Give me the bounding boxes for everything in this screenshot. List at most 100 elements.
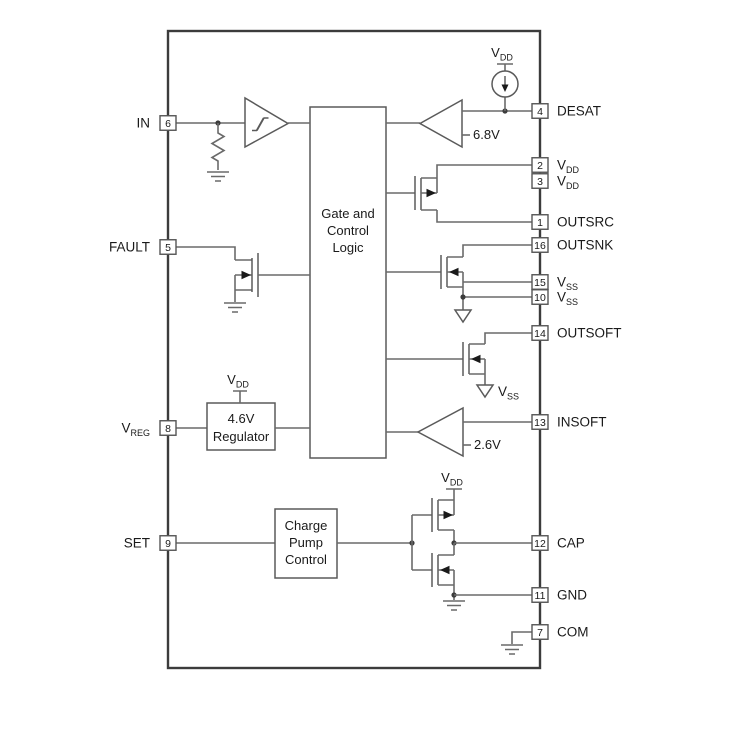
pin-number: 5 [165, 242, 171, 254]
pin-com: 7 COM [531, 624, 589, 640]
pin-label: COM [557, 625, 589, 640]
charge-pump-box [274, 508, 338, 579]
pin-number: 16 [534, 240, 546, 252]
wire [484, 332, 532, 344]
junction-dot [460, 294, 466, 300]
vdd-supply-label: VDD [441, 470, 463, 488]
pin-cap: 12 CAP [531, 535, 585, 551]
pin-number: 4 [537, 106, 543, 118]
ground-lines [443, 600, 465, 611]
gate-leads [411, 514, 432, 571]
ground-lines [501, 644, 523, 655]
pin-outsoft: 14 OUTSOFT [531, 325, 622, 341]
pin-label: FAULT [109, 240, 150, 255]
pin-label: OUTSRC [557, 215, 614, 230]
mosfet-arrow [471, 354, 481, 364]
regulator-label-line2: Regulator [213, 429, 270, 444]
charge-pump-output-stage: VDD [409, 470, 532, 611]
chip-boundary [166, 29, 542, 670]
pin-box [531, 325, 549, 341]
pin-outsnk: 16 OUTSNK [531, 237, 613, 253]
ground-lines [224, 302, 246, 313]
desat-comparator: 6.8V [386, 98, 532, 149]
pin-desat: 4 DESAT [531, 103, 601, 119]
pin-gnd: 11 GND [531, 587, 587, 603]
supply-stub [446, 488, 462, 515]
vss-triangle-icon [475, 384, 495, 399]
ground-icon [443, 600, 465, 611]
regulator-label-line1: 4.6V [228, 411, 255, 426]
pin-label: OUTSOFT [557, 326, 622, 341]
mosfet-arrow [449, 267, 459, 277]
resistor-icon [210, 123, 226, 170]
pin-box [159, 239, 177, 255]
hysteresis-glyph [252, 117, 269, 132]
pin-box [531, 289, 549, 305]
charge-pump-label-line1: Charge [285, 518, 328, 533]
schmitt-trigger-icon [244, 96, 290, 149]
charge-pump-label-line3: Control [285, 552, 327, 567]
pin-label: GND [557, 588, 587, 603]
regulator-block: 4.6V Regulator VDD [168, 372, 310, 451]
pin-number: 3 [537, 176, 543, 188]
logic-block-box [309, 106, 387, 459]
mosfet-outsnk-icon [386, 244, 532, 324]
pin-box [531, 535, 549, 551]
pin-label: VSS [557, 275, 578, 293]
vss-triangle-icon [453, 309, 473, 324]
pin-number: 11 [535, 590, 546, 602]
mosfet-arrow [443, 510, 453, 520]
comparator-triangle [416, 406, 464, 458]
pin-label: IN [137, 116, 151, 131]
ground-icon [207, 171, 229, 182]
pin-vss-10: 10 VSS [531, 289, 578, 308]
wire [511, 631, 532, 644]
pin-label: VDD [557, 174, 580, 192]
wire [462, 244, 532, 257]
right-pins: 4 DESAT 2 VDD 3 VDD 1 OUTSRC 16 OUTSNK 1… [531, 103, 622, 640]
pin-number: 1 [537, 217, 543, 229]
pin-fault: 5 FAULT [109, 239, 177, 255]
charge-pump-label-line2: Pump [289, 535, 323, 550]
pin-number: 9 [165, 538, 171, 550]
mosfet-fault-icon [168, 246, 310, 313]
pin-label: CAP [557, 536, 585, 551]
ground-lines [207, 171, 229, 182]
ground-icon [224, 302, 246, 313]
mosfet-outsrc-icon [386, 164, 532, 223]
logic-block-label-line2: Control [327, 223, 369, 238]
pin-box [159, 420, 177, 436]
buffer-triangle [244, 96, 290, 149]
pin-number: 7 [537, 627, 543, 639]
pin-outsrc: 1 OUTSRC [531, 214, 614, 230]
pin-box [531, 214, 549, 230]
pin-box [531, 103, 549, 119]
wire [436, 210, 532, 223]
wire [497, 63, 513, 111]
pin-box [531, 237, 549, 253]
mosfet-arrow [440, 565, 450, 575]
regulator-box [206, 402, 276, 451]
pin-vdd-2: 2 VDD [531, 157, 580, 175]
gate-control-logic-block: Gate and Control Logic [309, 106, 387, 459]
pin-label: DESAT [557, 104, 601, 119]
com-ground [501, 631, 532, 655]
wire [168, 246, 236, 260]
supply-stub [233, 390, 247, 403]
left-pins: 6 IN 5 FAULT 8 VREG 9 SET [109, 115, 177, 551]
pin-label: OUTSNK [557, 238, 613, 253]
pin-insoft: 13 INSOFT [531, 414, 607, 430]
pin-number: 15 [534, 277, 546, 289]
logic-block-label-line3: Logic [332, 240, 364, 255]
pin-number: 10 [534, 292, 546, 304]
current-arrow-head [501, 84, 509, 92]
pin-label: INSOFT [557, 415, 607, 430]
desat-threshold-label: 6.8V [473, 127, 500, 142]
pin-label: SET [124, 536, 150, 551]
vdd-supply-label: VDD [227, 372, 249, 390]
pin-number: 8 [165, 423, 171, 435]
pin-number: 12 [534, 538, 546, 550]
pin-label: VSS [557, 290, 578, 308]
